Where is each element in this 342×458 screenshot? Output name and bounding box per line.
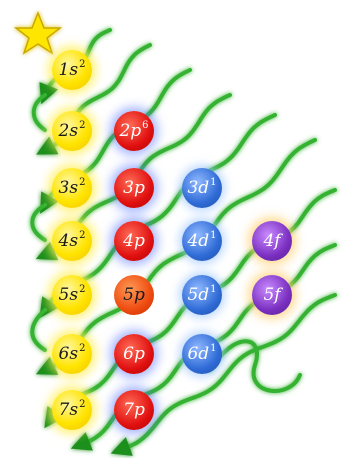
orbital-label: 5s (58, 285, 79, 305)
orbital-label: 3p (123, 178, 145, 198)
orbital-superscript: 6 (142, 119, 149, 131)
orbital-3p: 3p (114, 168, 154, 208)
orbital-superscript: 1 (210, 176, 217, 188)
orbital-7p: 7p (114, 390, 154, 430)
orbital-superscript: 2 (79, 176, 86, 188)
connector-loop (30, 203, 47, 242)
orbital-label: 4d (187, 231, 210, 251)
orbital-superscript: 1 (210, 342, 217, 354)
orbital-5f: 5f (252, 275, 292, 315)
orbital-superscript: 1 (210, 229, 217, 241)
orbital-label: 6p (123, 344, 145, 364)
connector-loop (31, 93, 47, 132)
orbital-label: 5f (263, 285, 281, 305)
orbital-label: 4s (58, 231, 79, 251)
orbital-label: 7p (123, 400, 145, 420)
orbital-label: 6s (58, 344, 79, 364)
orbital-6p: 6p (114, 334, 154, 374)
diagonal-arrow-line (35, 138, 317, 375)
orbital-4p: 4p (114, 221, 154, 261)
orbital-label: 2s (58, 121, 79, 141)
orbital-label: 5p (123, 285, 145, 305)
orbital-4f: 4f (252, 221, 292, 261)
orbital-superscript: 2 (79, 283, 86, 295)
orbital-superscript: 2 (79, 119, 86, 131)
star-icon (13, 10, 63, 55)
orbital-label: 3d (187, 178, 210, 198)
diagonal-arrow-line (110, 293, 337, 456)
orbital-superscript: 2 (79, 229, 86, 241)
orbital-label: 4p (123, 231, 145, 251)
orbital-label: 3s (58, 178, 79, 198)
orbital-label: 5d (187, 285, 210, 305)
orbital-superscript: 2 (79, 58, 86, 70)
orbital-superscript: 2 (79, 342, 86, 354)
connector-loop (208, 339, 302, 393)
orbital-label: 6d (187, 344, 210, 364)
orbital-label: 4f (263, 231, 281, 251)
orbital-superscript: 2 (79, 398, 86, 410)
orbital-label: 1s (58, 60, 79, 80)
orbital-superscript: 1 (210, 283, 217, 295)
connector-loop (30, 308, 47, 352)
orbital-label: 2p (119, 121, 142, 141)
orbital-5p: 5p (114, 275, 154, 315)
orbital-label: 7s (58, 400, 79, 420)
